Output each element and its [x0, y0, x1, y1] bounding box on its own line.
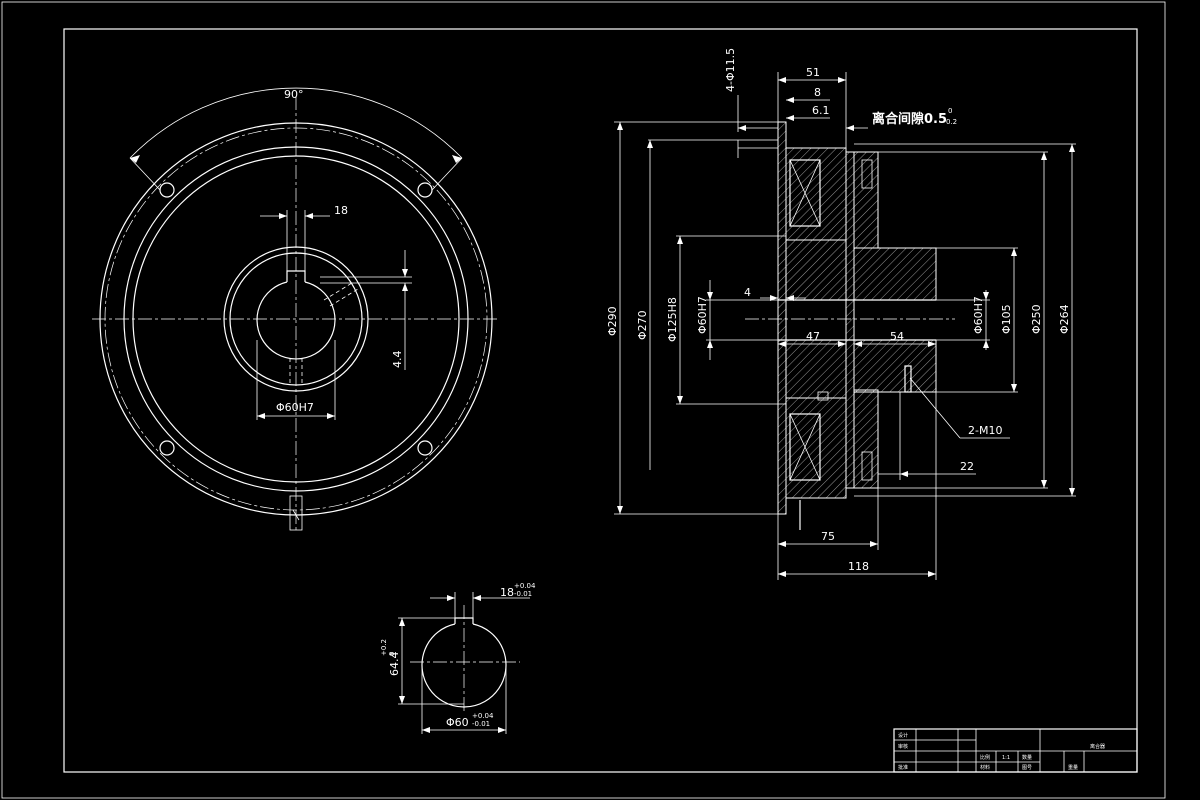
- dim-shaft-key-width-tol-upper: +0.04: [514, 582, 536, 590]
- dim-dia-125: Φ125H8: [666, 297, 679, 342]
- dim-dia-105: Φ105: [1000, 304, 1013, 334]
- dim-len-54: 54: [890, 330, 904, 343]
- dim-shaft-key-depth-tol-upper: +0.2: [380, 639, 388, 656]
- title-block: 设计 审核 批准 比例 1:1 数量 材料 图号 离合器 重量: [893, 728, 1138, 773]
- sheet-inner-border: [63, 28, 1138, 773]
- section-view: 51 8 6.1 4-Φ11.5 离合间隙0.5 0 0.2 Φ290 Φ270: [606, 48, 1076, 580]
- dim-shaft-dia-tol-upper: +0.04: [472, 712, 494, 720]
- dim-shaft-key-depth-tol-lower: 0: [388, 652, 396, 656]
- tb-quantity: 数量: [1022, 754, 1032, 761]
- tb-checked: 审核: [898, 743, 908, 750]
- tb-scale: 1:1: [1002, 755, 1010, 761]
- tb-scale-label: 比例: [980, 754, 990, 761]
- tb-designed: 设计: [898, 732, 908, 739]
- dim-shaft-dia-tol-lower: -0.01: [472, 720, 490, 728]
- clearance-note: 离合间隙0.5: [872, 111, 947, 127]
- dim-dia-290: Φ290: [606, 306, 619, 336]
- tb-weight: 重量: [1068, 764, 1078, 771]
- clearance-tol-upper: 0: [948, 107, 952, 115]
- dim-section-holes: 4-Φ11.5: [724, 48, 737, 92]
- front-view: 90° 18 4.4 Φ60H7: [92, 87, 500, 532]
- dim-angle-90: 90°: [284, 88, 304, 101]
- clearance-tol-lower: 0.2: [946, 118, 957, 126]
- tb-material: 材料: [980, 764, 990, 771]
- shaft-detail: 18 +0.04 -0.01 64.4 +0.2 0 Φ60 +0.04 -0.…: [380, 582, 536, 734]
- dim-front-bore: Φ60H7: [276, 401, 314, 414]
- dim-front-key-width: 18: [334, 204, 348, 217]
- tb-drawing-no: 图号: [1022, 765, 1032, 771]
- tb-part-name: 离合器: [1090, 743, 1105, 750]
- dim-dia-250: Φ250: [1030, 304, 1043, 334]
- dim-section-6-1: 6.1: [812, 104, 830, 117]
- dim-len-75: 75: [821, 530, 835, 543]
- dim-dia-270: Φ270: [636, 310, 649, 340]
- dim-dia-60-left: Φ60H7: [696, 296, 709, 334]
- dim-len-118: 118: [848, 560, 869, 573]
- dim-front-key-depth: 4.4: [391, 351, 404, 369]
- dim-shaft-key-depth: 64.4: [388, 652, 401, 677]
- dim-len-22: 22: [960, 460, 974, 473]
- dim-section-51: 51: [806, 66, 820, 79]
- dim-thread: 2-M10: [968, 424, 1002, 437]
- dim-shaft-key-width: 18: [500, 586, 514, 599]
- dim-gap-4: 4: [744, 286, 751, 299]
- dim-section-8: 8: [814, 86, 821, 99]
- sheet-outer-border: [1, 1, 1166, 799]
- dim-dia-60-right: Φ60H7: [972, 296, 985, 334]
- dim-shaft-dia: Φ60: [446, 716, 469, 729]
- dim-len-47: 47: [806, 330, 820, 343]
- dim-dia-264: Φ264: [1058, 304, 1071, 334]
- dim-shaft-key-width-tol-lower: -0.01: [514, 590, 532, 598]
- tb-approved: 批准: [898, 764, 908, 771]
